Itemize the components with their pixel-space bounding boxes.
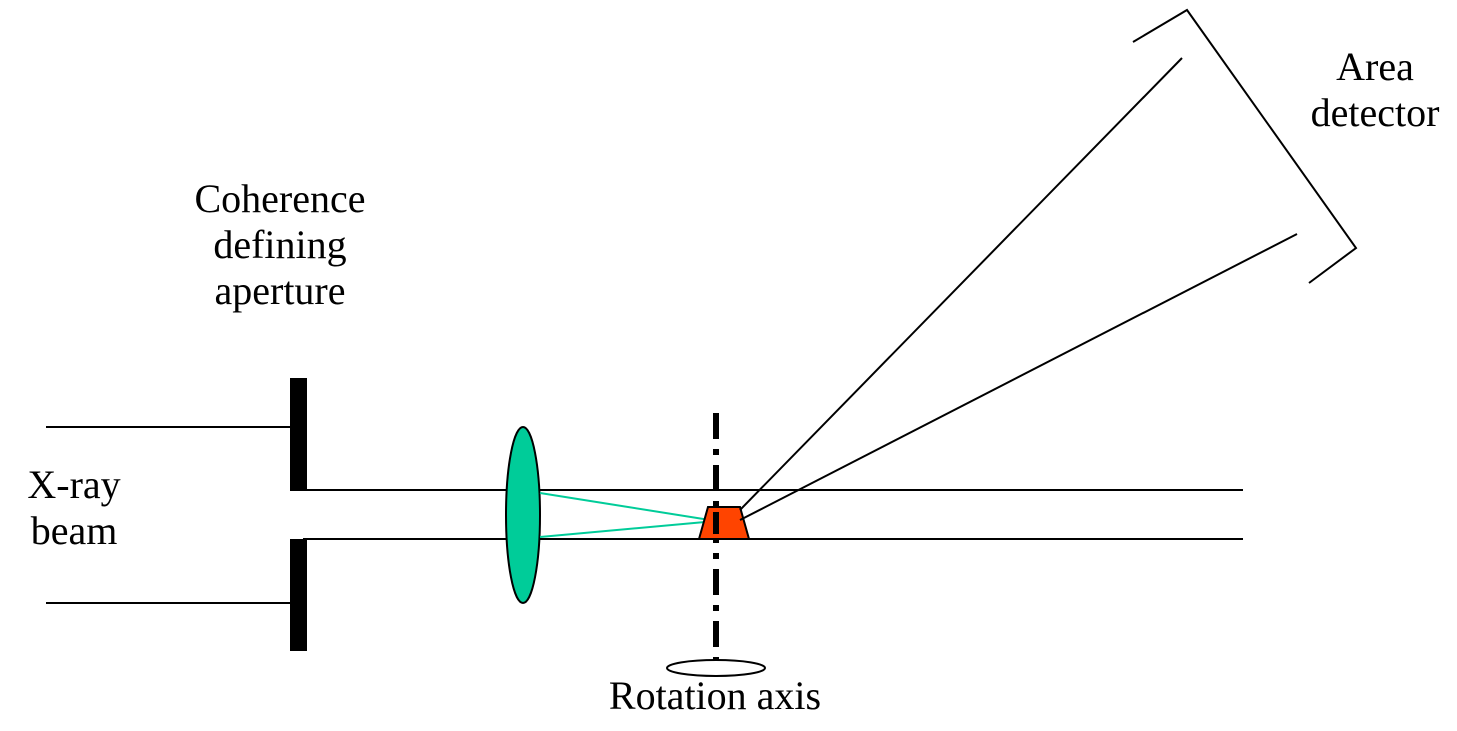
- xray-beam-label-line-2: beam: [30, 508, 118, 553]
- area-detector-label-line-2: detector: [1310, 90, 1440, 135]
- area-detector: [1132, 8, 1358, 284]
- coherence-aperture-label-line-2: defining: [213, 222, 347, 267]
- coherence-aperture-label-line-1: Coherence: [194, 176, 366, 221]
- area-detector-label: Area detector: [1290, 44, 1457, 136]
- aperture-upper-blade: [290, 378, 307, 491]
- sample-axis-mark: [713, 512, 719, 534]
- scattered-ray-upper: [739, 57, 1183, 511]
- area-detector-label-line-1: Area: [1336, 44, 1414, 89]
- scattered-ray-lower: [739, 233, 1298, 521]
- focus-ray-upper: [539, 492, 717, 522]
- rotation-axis-label: Rotation axis: [608, 673, 822, 718]
- focus-ray-lower: [539, 520, 717, 538]
- rotation-axis-base: [666, 659, 766, 677]
- xray-beam-label-line-1: X-ray: [27, 462, 121, 507]
- focusing-lens: [505, 426, 541, 604]
- xray-beam-label: X-ray beam: [0, 462, 148, 554]
- aperture-lower-blade: [290, 539, 307, 651]
- sample: [697, 506, 751, 540]
- coherence-aperture-label-line-3: aperture: [214, 268, 346, 313]
- coherence-aperture-label: Coherence defining aperture: [150, 176, 410, 314]
